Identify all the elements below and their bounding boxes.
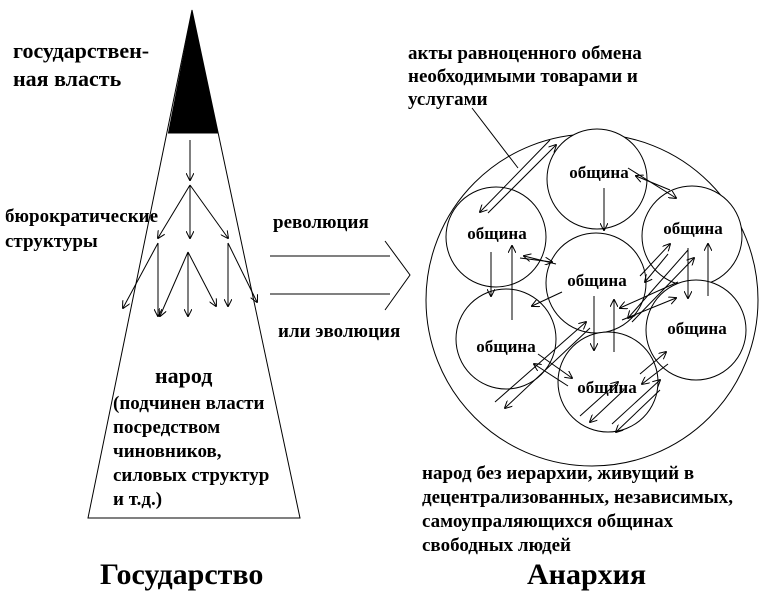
community-label-lower-left: община	[476, 337, 536, 356]
community-label-lower-right: община	[667, 319, 727, 338]
people-desc-line2: посредством	[113, 417, 221, 438]
exchange-pointer	[471, 107, 519, 169]
transition-arrow	[270, 240, 411, 311]
revolution-label: революция	[273, 212, 369, 233]
anarchy-people-line4: свободных людей	[422, 535, 571, 556]
community-left	[445, 186, 547, 288]
anarchy-caption: Анархия	[527, 558, 647, 591]
community-label-left: община	[467, 224, 527, 243]
anarchy-people-line1: народ без иерархии, живущий в	[422, 463, 695, 484]
community-label-center: община	[567, 271, 627, 290]
evolution-label: или эволюция	[278, 321, 401, 342]
people-desc-line1: (подчинен власти	[113, 393, 265, 414]
community-label-top: община	[569, 163, 629, 182]
community-label-bottom: община	[577, 378, 637, 397]
exchange-arrows	[480, 139, 708, 432]
community-labels: община община община община община общин…	[467, 163, 727, 397]
community-lower-left	[455, 288, 557, 390]
people-desc-line3: чиновников,	[113, 441, 222, 462]
people-description: (подчинен власти посредством чиновников,…	[113, 392, 269, 512]
exchange-label-line3: услугами	[408, 89, 488, 110]
anarchy-people-label: народ без иерархии, живущий в децентрали…	[422, 462, 733, 558]
bureaucracy-label-line2: структуры	[5, 231, 98, 252]
exchange-label-line2: необходимыми товарами и	[408, 66, 638, 87]
bureaucracy-arrows	[123, 140, 257, 316]
exchange-label: акты равноценного обмена необходимыми то…	[408, 42, 642, 111]
state-caption: Государство	[100, 558, 264, 591]
bureaucracy-label-line1: бюрократические	[5, 206, 159, 227]
state-power-label-line1: государствен-	[13, 38, 150, 63]
state-pyramid	[87, 9, 301, 519]
anarchy-people-line2: децентрализованных, независимых,	[422, 487, 733, 508]
community-label-right: община	[663, 219, 723, 238]
people-desc-line4: силовых структур	[113, 465, 270, 486]
community-lower-right	[645, 279, 747, 381]
community-top	[546, 128, 648, 230]
anarchy-people-line3: самоупраляющихся общинах	[422, 511, 674, 532]
exchange-label-line1: акты равноценного обмена	[408, 43, 642, 64]
people-title: народ	[155, 363, 213, 388]
power-apex	[168, 10, 218, 133]
people-desc-line5: и т.д.)	[113, 489, 163, 510]
state-power-label-line2: ная власть	[13, 66, 122, 91]
